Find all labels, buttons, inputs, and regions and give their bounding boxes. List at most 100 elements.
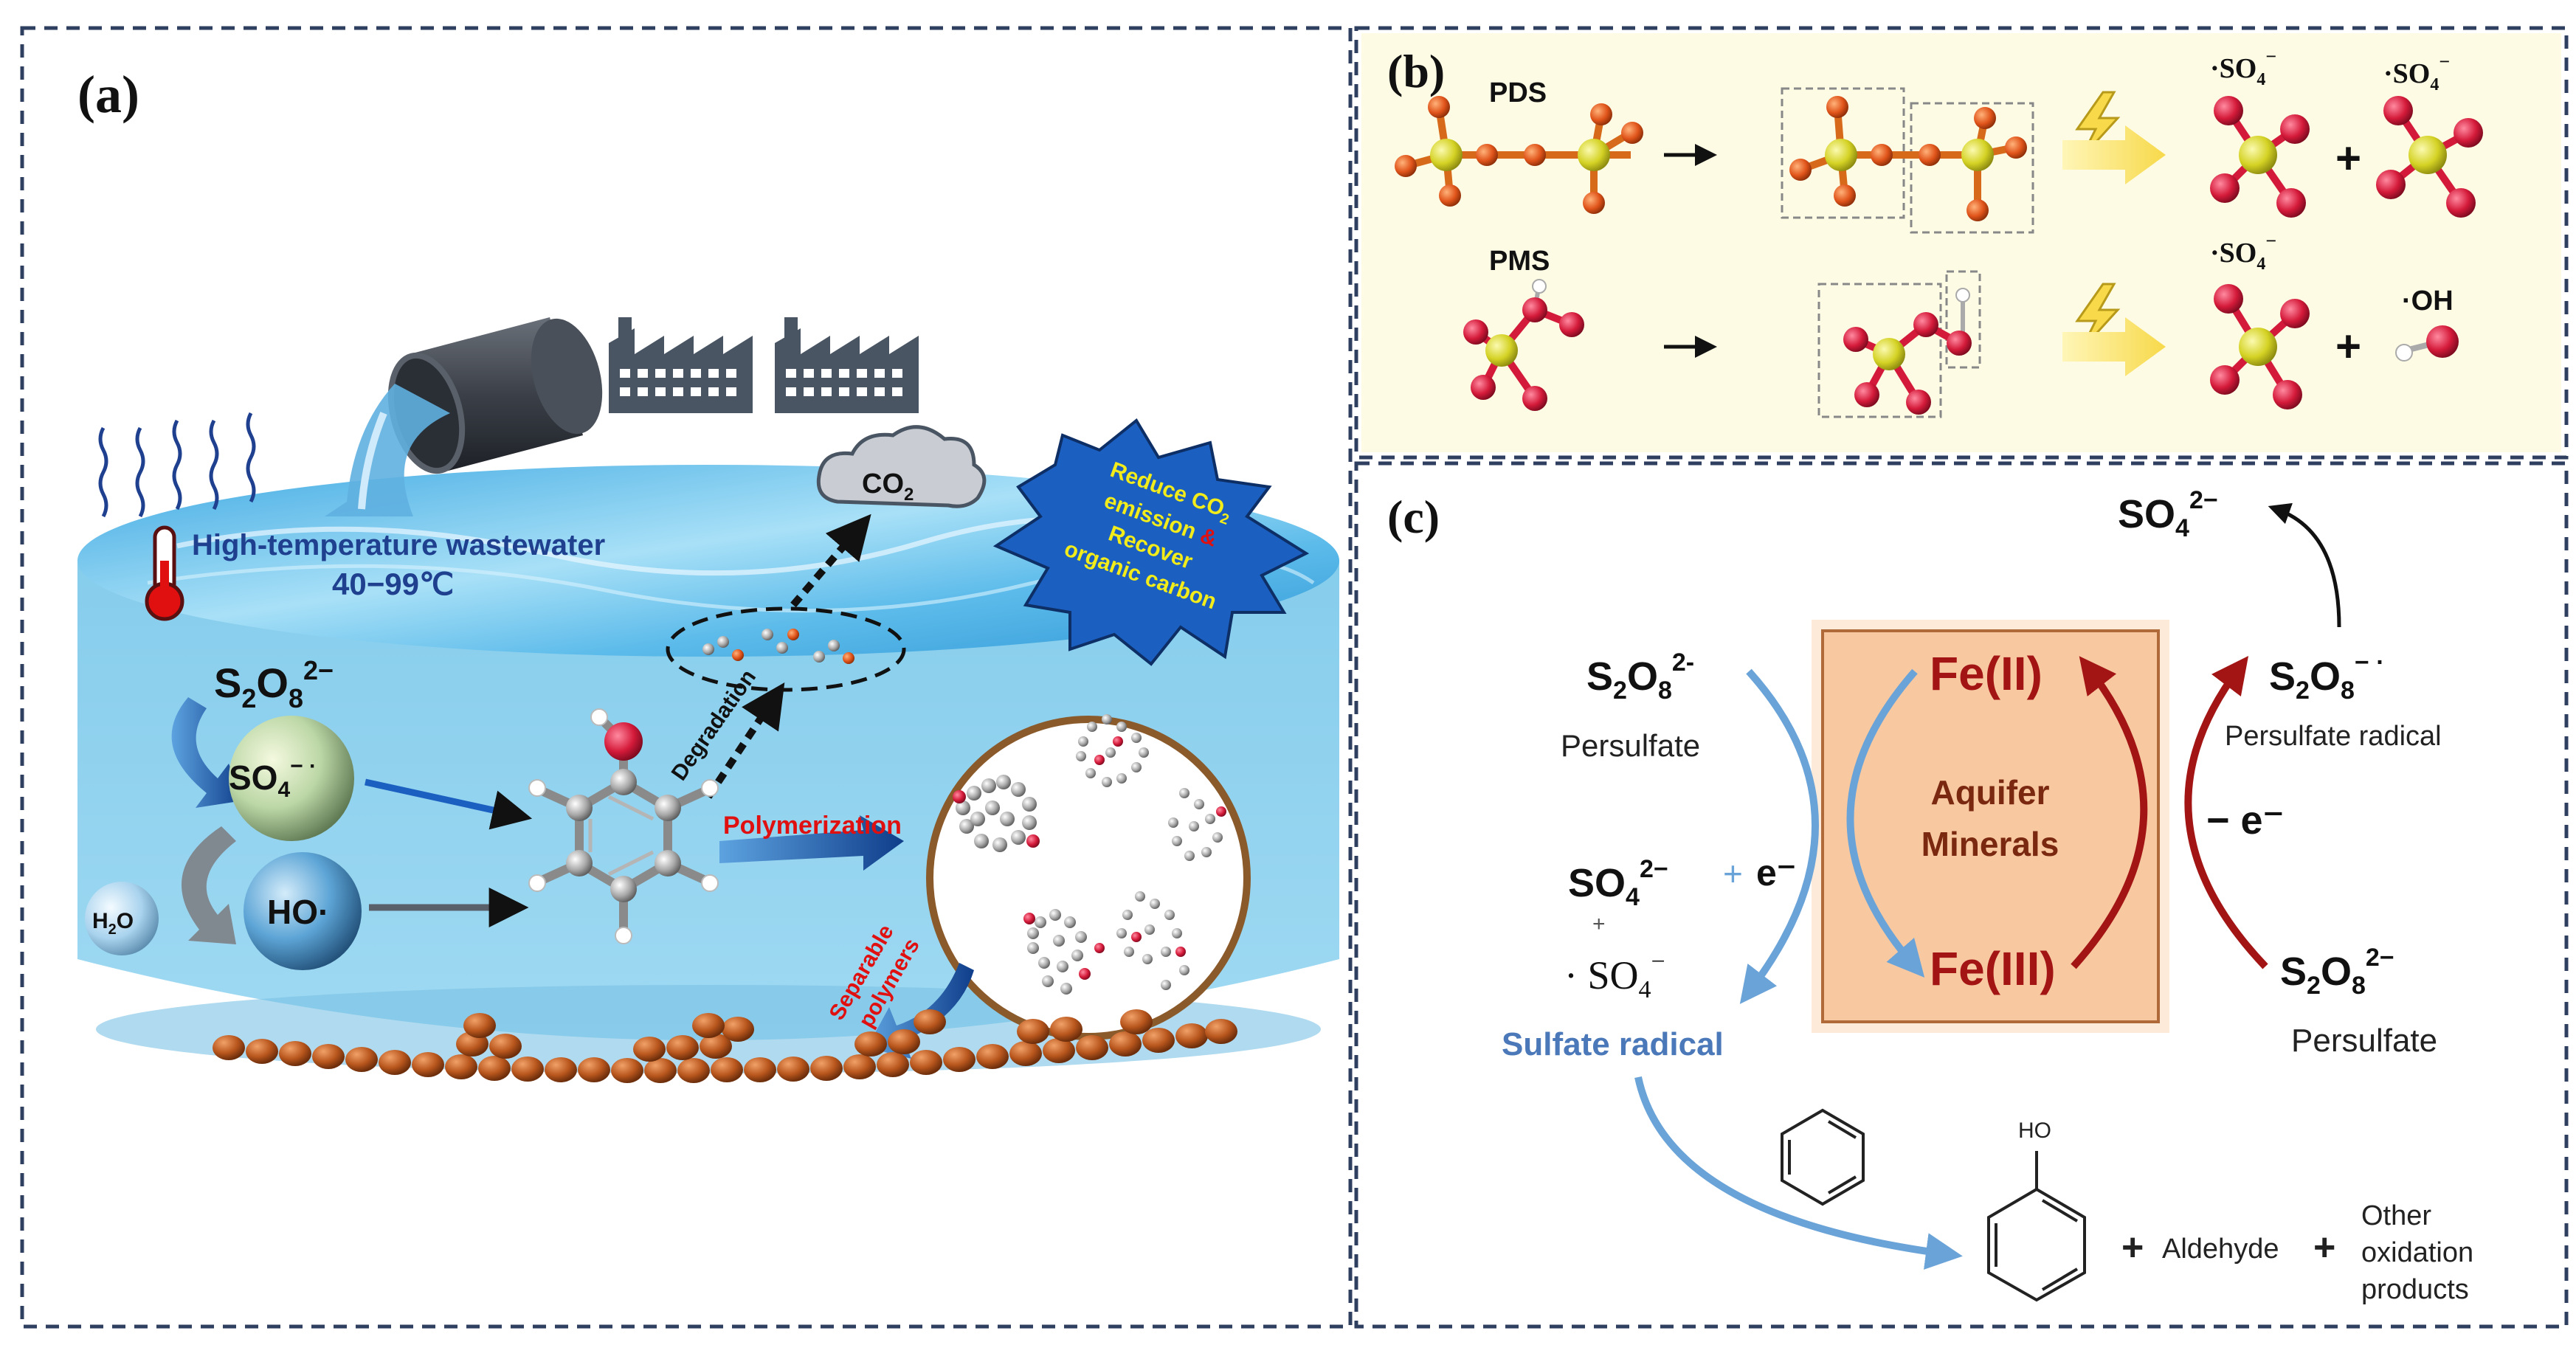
hydroxyl-label: HO	[2018, 1118, 2051, 1143]
so4-radical-1: ·SO	[2210, 53, 2256, 84]
factory-icon	[609, 317, 919, 413]
water-sphere	[85, 882, 159, 955]
h2o-sub: 2	[108, 921, 117, 938]
oh-radical-label: ·OH	[2402, 286, 2454, 317]
temperature-range: 40−99℃	[332, 567, 454, 601]
so4-radical-left-sup: −	[1651, 948, 1665, 975]
thermometer-icon	[145, 525, 184, 621]
panel-b-frame	[1354, 26, 2569, 460]
polymer-magnified-circle	[926, 716, 1251, 1040]
so4-product-2	[2376, 96, 2483, 218]
s2o8-right: S	[2280, 950, 2307, 994]
svg-text:·SO4−: ·SO4−	[2383, 51, 2450, 94]
aldehyde-label: Aldehyde	[2162, 1234, 2279, 1265]
so4-top-sup: 2−	[2189, 486, 2218, 514]
svg-text:· SO4−: · SO4−	[1564, 948, 1665, 1003]
other-products-1: Other	[2361, 1200, 2431, 1231]
so4-product-3	[2210, 284, 2310, 409]
panel-b: (b) PDS PMS	[1361, 33, 2561, 452]
so4-left-sub: 4	[1626, 883, 1640, 911]
plus-pms: +	[2335, 322, 2361, 371]
sulfate-radical-label: Sulfate radical	[1502, 1026, 1724, 1062]
s2o8-left-sub-2: 2	[1613, 677, 1627, 705]
so4-radical-3-sub: 4	[2256, 255, 2265, 274]
pms-split-molecule	[1817, 270, 1981, 418]
other-products-3: products	[2361, 1274, 2469, 1305]
s2o8-left: S	[1586, 654, 1613, 699]
sulfate-radical-sphere	[229, 716, 354, 841]
small-fragments	[702, 629, 854, 664]
degradation-arrow	[705, 682, 785, 799]
so4-top: SO	[2118, 492, 2175, 536]
s2o8-sup: 2−	[303, 655, 334, 685]
panel-a-label: (a)	[77, 65, 139, 124]
fragments-ellipse	[666, 606, 906, 692]
persulfate-radical-label: Persulfate radical	[2225, 721, 2442, 752]
persulfate-to-sulfate-arrow	[1739, 668, 1819, 1004]
plus-2: +	[2313, 1226, 2335, 1269]
aquifer-label-1: Aquifer	[1931, 773, 2050, 812]
persulfate-to-radical-arrow	[2184, 656, 2268, 969]
so4-label: SO	[229, 758, 277, 797]
plus-e-electron: e⁻	[1756, 852, 1796, 893]
ho-label: HO·	[267, 893, 329, 931]
plus-1: +	[2121, 1226, 2144, 1269]
fe3-to-fe2-arrow	[2071, 656, 2148, 969]
s2o8-label: S	[214, 660, 241, 706]
pds-molecule	[1395, 96, 1643, 214]
s2o8-radical-sub-8: 8	[2341, 677, 2355, 705]
polymerization-label: Polymerization	[723, 812, 902, 840]
panel-a-frame	[20, 26, 1353, 1329]
steam-waves	[98, 412, 256, 518]
s2o8-radical-sub-2: 2	[2296, 677, 2310, 705]
aquifer-label-2: Minerals	[1921, 825, 2059, 863]
s2o8-left-sub-8: 8	[1658, 677, 1672, 705]
svg-text:SO4− ·: SO4− ·	[229, 754, 317, 802]
s2o8-right-sup: 2−	[2366, 944, 2394, 972]
so4-radical-2-sup: −	[2439, 51, 2450, 72]
hydroxyl-generation-arrow	[182, 826, 236, 944]
so4-sup: − ·	[290, 754, 317, 778]
plus-pds: +	[2335, 134, 2361, 183]
pms-molecule	[1463, 279, 1584, 411]
s2o8-left-sup: 2-	[1672, 649, 1694, 677]
polymer-clusters	[953, 714, 1226, 995]
so4-left-sup: 2−	[1640, 855, 1668, 883]
co2-subscript: 2	[904, 485, 914, 505]
s2o8-o: O	[256, 660, 289, 706]
lightning-icon	[2075, 91, 2121, 160]
h2o-o: O	[117, 909, 134, 933]
fe2-to-fe3-arrow	[1846, 668, 1925, 978]
co2-label: CO	[862, 468, 904, 499]
svg-text:S2O82−: S2O82−	[214, 655, 334, 713]
s2o8-radical: S	[2269, 654, 2296, 699]
s2o8-right-sub-8: 8	[2352, 972, 2366, 1000]
co2-cloud: CO2	[816, 425, 987, 508]
so4-product-1	[2210, 96, 2310, 218]
s2o8-radical-sup: − ·	[2355, 649, 2385, 677]
s2o8-right-o: O	[2321, 950, 2352, 994]
activation-arrow-pds	[2062, 125, 2166, 184]
minus-electron: − e⁻	[2206, 798, 2284, 843]
svg-text:SO42−: SO42−	[1568, 855, 1668, 911]
panel-c-label: (c)	[1387, 491, 1440, 543]
benzene-structure	[1781, 1108, 1865, 1206]
hydroxyl-radical-sphere	[244, 852, 362, 970]
so4-radical-3: ·SO	[2210, 238, 2256, 269]
small-plus-sign: +	[1592, 912, 1606, 936]
pds-split-molecule	[1781, 87, 2034, 234]
s2o8-radical-o: O	[2310, 654, 2341, 699]
so4-radical-left: · SO	[1564, 953, 1639, 997]
other-products-2: oxidation	[2361, 1237, 2473, 1268]
phenol-molecule	[528, 708, 719, 944]
s2o8-left-o: O	[1627, 654, 1658, 699]
fe3-label: Fe(III)	[1930, 942, 2056, 995]
reduce-co2-banner: Reduce CO2 emission & Recover organic ca…	[992, 418, 1310, 666]
so4-radical-2: ·SO	[2383, 58, 2430, 89]
panel-a: (a) High-temperature wastewater 40−99℃	[77, 65, 1339, 1083]
polymerization-arrow	[719, 815, 904, 871]
svg-text:S2O82-: S2O82-	[1586, 649, 1694, 705]
so4-left: SO	[1568, 861, 1626, 905]
fe2-label: Fe(II)	[1930, 647, 2043, 700]
